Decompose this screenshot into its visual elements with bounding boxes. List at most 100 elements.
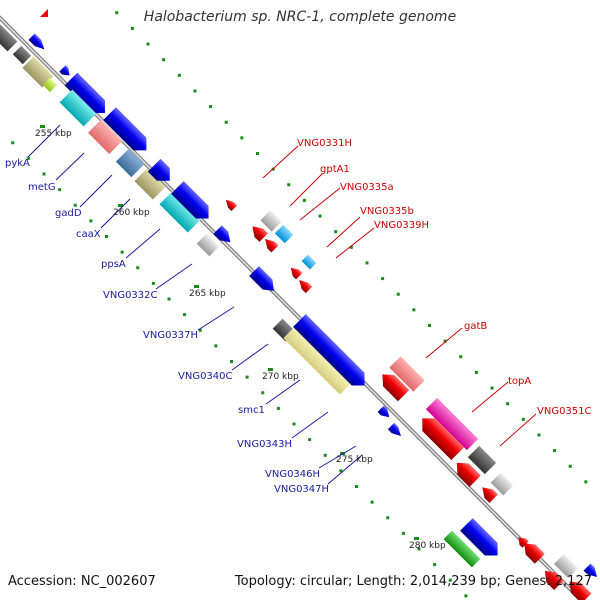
leader-line	[100, 198, 131, 229]
track-dot	[381, 277, 385, 281]
gene-feature	[134, 168, 166, 200]
track-dot	[136, 266, 140, 270]
gene-feature	[544, 570, 565, 591]
leader-line	[425, 327, 463, 359]
gene-label: VNG0347H	[274, 484, 329, 495]
gene-label: gatB	[464, 321, 487, 332]
track-dot	[256, 152, 259, 155]
tick-label: 255 kbp	[35, 129, 72, 139]
track-dot	[302, 198, 306, 202]
leader-line	[55, 152, 85, 181]
gene-feature	[293, 314, 365, 386]
gene-label: VNG0339H	[374, 220, 429, 231]
tick-label: 280 kbp	[409, 541, 446, 551]
track-dot	[474, 370, 478, 374]
track-dot	[396, 292, 400, 296]
tick-mark	[414, 537, 419, 540]
track-dot	[224, 120, 228, 124]
leader-line	[27, 124, 61, 158]
track-dot	[443, 339, 447, 343]
gene-feature	[225, 199, 238, 212]
gene-label: VNG0332C	[103, 290, 158, 301]
gene-feature	[28, 33, 45, 50]
gene-feature	[64, 72, 105, 113]
track-dot	[120, 250, 124, 254]
gene-feature	[196, 233, 220, 257]
gene-feature	[147, 158, 170, 181]
origin-marker	[40, 9, 48, 17]
track-dot	[334, 230, 338, 234]
tick-label: 265 kbp	[189, 289, 226, 299]
tick-label: 260 kbp	[113, 208, 150, 218]
leader-line	[231, 343, 269, 371]
gene-label: VNG0331H	[297, 138, 352, 149]
gene-feature	[103, 107, 147, 151]
gene-feature	[115, 148, 145, 178]
track-dot	[209, 105, 213, 109]
gene-label: VNG0346H	[265, 469, 320, 480]
track-dot	[506, 402, 510, 406]
leader-line	[125, 228, 161, 259]
label-leaders	[27, 124, 537, 485]
gene-label: VNG0335b	[360, 206, 414, 217]
gene-feature	[583, 563, 597, 577]
gene-feature	[482, 487, 498, 503]
gene-label: VNG0335a	[340, 182, 394, 193]
gene-feature	[265, 239, 279, 253]
gene-feature	[283, 325, 353, 395]
track-dot	[323, 453, 327, 457]
track-dot	[355, 485, 358, 488]
gene-feature	[569, 581, 592, 600]
track-dot	[89, 219, 93, 223]
track-dot	[568, 464, 572, 468]
gene-feature	[387, 422, 401, 436]
gene-feature	[171, 181, 209, 219]
tick-mark	[194, 285, 199, 288]
track-dot	[261, 391, 265, 395]
leader-line	[155, 263, 193, 290]
leader-line	[79, 174, 113, 208]
track-dot	[198, 328, 202, 332]
track-dot	[115, 11, 119, 15]
gene-feature	[274, 224, 294, 244]
tick-mark	[40, 125, 45, 128]
gene-feature	[389, 356, 425, 392]
gene-feature	[425, 397, 479, 451]
leader-line	[291, 411, 329, 439]
tick-label: 270 kbp	[262, 372, 299, 382]
gene-feature	[249, 266, 274, 291]
track-dot	[73, 203, 77, 207]
gene-feature	[59, 89, 97, 127]
leader-line	[318, 445, 357, 469]
track-dot	[318, 214, 322, 218]
track-dot	[308, 438, 312, 442]
track-dot	[214, 344, 218, 348]
gene-feature	[12, 45, 32, 65]
gene-feature	[299, 280, 313, 294]
track-dot	[370, 500, 374, 504]
track-dot	[105, 235, 108, 238]
gene-label: topA	[508, 376, 531, 387]
track-dot	[276, 406, 280, 410]
track-dot	[193, 89, 197, 93]
gene-feature	[260, 210, 282, 232]
gene-label: metG	[28, 182, 56, 193]
track-dot	[428, 324, 431, 327]
gene-feature	[553, 553, 579, 579]
gene-feature	[422, 418, 465, 461]
track-dot	[162, 58, 166, 62]
gene-feature	[88, 120, 122, 154]
track-dot	[490, 386, 494, 390]
track-dot	[433, 563, 437, 567]
gene-label: VNG0351C	[537, 406, 592, 417]
gene-feature	[467, 445, 497, 475]
leader-line	[471, 381, 509, 413]
track-dot	[584, 480, 588, 484]
gene-feature	[382, 374, 410, 402]
gene-feature	[290, 267, 303, 280]
track-dot	[177, 73, 181, 77]
track-dot	[365, 261, 369, 265]
track-dot	[464, 594, 468, 598]
tick-mark	[268, 368, 273, 371]
track-dot	[240, 136, 244, 140]
